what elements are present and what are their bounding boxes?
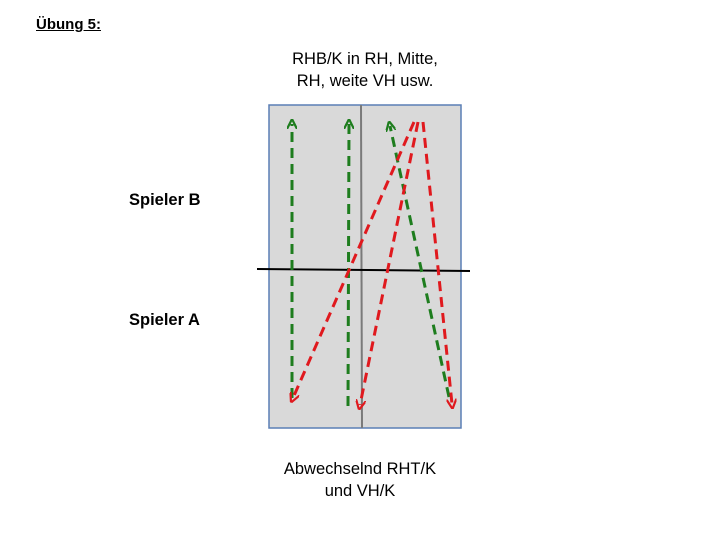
player-a-label: Spieler A	[129, 311, 200, 329]
top-caption-line-1: RHB/K in RH, Mitte,	[292, 50, 438, 68]
exercise-title: Übung 5:	[36, 16, 101, 33]
center-line	[360, 104, 363, 429]
top-caption-line-2: RH, weite VH usw.	[296, 72, 434, 90]
bottom-caption-line-1: Abwechselnd RHT/K	[283, 460, 437, 478]
bottom-caption-line-2: und VH/K	[324, 482, 396, 500]
bottom-caption: Abwechselnd RHT/K und VH/K	[250, 458, 470, 502]
player-b-label: Spieler B	[129, 191, 201, 209]
red-arrow-to-middle	[360, 121, 420, 405]
red-arrow-to-left	[293, 121, 416, 398]
green-arrow-diagonal	[390, 126, 451, 398]
top-caption: RHB/K in RH, Mitte, RH, weite VH usw.	[260, 48, 470, 92]
